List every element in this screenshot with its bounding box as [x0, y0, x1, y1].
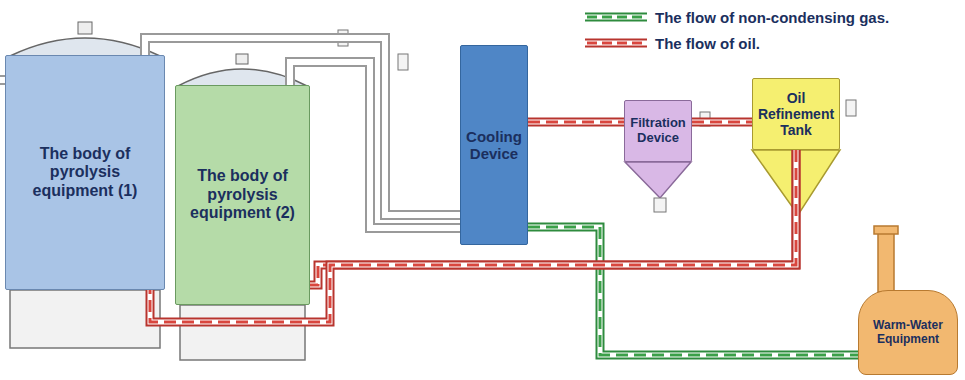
flow-dash: [528, 227, 858, 355]
node-label: The body of pyrolysis equipment (1): [16, 145, 154, 200]
gas-line: [528, 227, 858, 355]
valve: [398, 54, 408, 70]
legend-text: The flow of oil.: [655, 35, 760, 52]
reactor-body: The body of pyrolysis equipment (2): [175, 85, 310, 305]
legend: The flow of non-condensing gas. The flow …: [583, 4, 889, 56]
legend-row: The flow of non-condensing gas.: [583, 4, 889, 30]
valve: [654, 198, 666, 212]
pipe-inner: [290, 62, 460, 228]
lid-handle: [78, 22, 92, 34]
chimney: [874, 226, 898, 234]
cooling-device: Cooling Device: [460, 45, 528, 245]
reactor-lid: [10, 38, 160, 56]
reactor-base: [10, 290, 160, 348]
legend-row: The flow of oil.: [583, 30, 889, 56]
node-label: Filtration Device: [627, 116, 689, 146]
oil-line: [692, 122, 752, 123]
pipe-outer: [290, 62, 460, 228]
pipe-inner: [528, 227, 858, 355]
legend-swatch: [583, 10, 649, 24]
chimney: [878, 232, 894, 292]
legend-swatch: [583, 36, 649, 50]
swatch-line: [585, 39, 647, 48]
legend-text: The flow of non-condensing gas.: [655, 9, 889, 26]
oil-tank: Oil Refinement Tank: [752, 78, 840, 150]
node-label: Oil Refinement Tank: [756, 90, 836, 138]
funnel: [625, 162, 691, 198]
filtration-device: Filtration Device: [624, 100, 692, 162]
warm-water-boiler: Warm-Water Equipment: [858, 290, 958, 375]
lid-handle: [236, 54, 248, 64]
node-label: The body of pyrolysis equipment (2): [184, 167, 301, 222]
oil-line: [528, 122, 624, 123]
swatch-line: [585, 15, 647, 20]
swatch-line: [585, 41, 647, 46]
reactor-base: [180, 305, 305, 360]
swatch-line: [585, 13, 647, 22]
reactor-body: The body of pyrolysis equipment (1): [5, 55, 165, 290]
flow-dash: [692, 121, 752, 124]
swatch-line: [587, 16, 647, 19]
node-label: Warm-Water Equipment: [865, 319, 951, 347]
node-label: Cooling Device: [464, 128, 524, 163]
pipe-outer: [528, 227, 858, 355]
flow-dash: [528, 121, 624, 124]
pipe-line: [290, 62, 460, 228]
pipe-outer: [692, 118, 752, 127]
pipe-outer: [528, 118, 624, 127]
pipe-inner: [692, 120, 752, 125]
swatch-line: [587, 42, 647, 45]
valve: [846, 100, 856, 116]
pipe-inner: [528, 120, 624, 125]
